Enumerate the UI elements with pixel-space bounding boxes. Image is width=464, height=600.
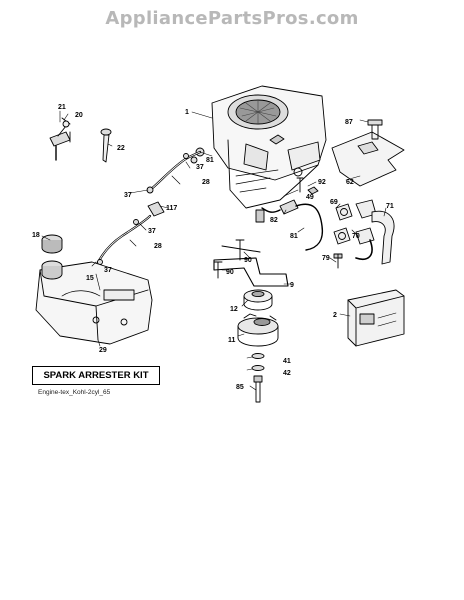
part-label-37-c: 37	[148, 228, 156, 235]
part-label-85: 85	[236, 384, 244, 391]
muffler-illustration	[347, 289, 405, 347]
part-label-81-b: 81	[290, 233, 298, 240]
part-label-90-b: 90	[226, 269, 234, 276]
part-label-62: 62	[346, 179, 354, 186]
part-label-28-lower: 28	[154, 243, 162, 250]
fuel-tank-illustration	[35, 260, 153, 345]
part-number-labels: 1 2 9 11 12 15 18 20 21 22 28 28 29 37 3…	[32, 104, 394, 391]
part-label-42: 42	[283, 370, 291, 377]
clutch-illustration	[237, 313, 279, 347]
part-label-117: 117	[166, 205, 177, 212]
watermark: AppliancePartsPros.com	[105, 8, 359, 29]
part-label-92: 92	[318, 179, 326, 186]
part-label-20: 20	[75, 112, 83, 119]
diagram-code: Engine-tex_Kohl-2cyl_65	[38, 389, 111, 396]
engine-illustration	[211, 85, 327, 209]
pulley-illustration	[243, 289, 273, 311]
part-label-82: 82	[270, 217, 278, 224]
part-label-37-d: 37	[104, 267, 112, 274]
part-label-21: 21	[58, 104, 66, 111]
part-label-41: 41	[283, 358, 291, 365]
part-label-12: 12	[230, 306, 238, 313]
part-label-11: 11	[228, 337, 236, 344]
part-label-90-a: 90	[244, 257, 252, 264]
part-label-37-a: 37	[196, 164, 204, 171]
part-label-49: 49	[306, 194, 314, 201]
part-label-37-b: 37	[124, 192, 132, 199]
spark-arrester-kit-label: SPARK ARRESTER KIT	[32, 366, 160, 385]
part-label-2: 2	[333, 312, 337, 319]
part-label-9: 9	[290, 282, 294, 289]
exhaust-shield-illustration	[331, 131, 405, 187]
part-label-15: 15	[86, 275, 94, 282]
part-label-29: 29	[99, 347, 107, 354]
part-label-28-upper: 28	[202, 179, 210, 186]
part-label-69: 69	[330, 199, 338, 206]
part-label-87: 87	[345, 119, 353, 126]
part-label-22: 22	[117, 145, 125, 152]
part-label-70: 70	[352, 233, 360, 240]
part-label-79: 79	[322, 255, 330, 262]
part-label-18: 18	[32, 232, 40, 239]
part-label-71: 71	[386, 203, 394, 210]
part-label-1: 1	[185, 109, 189, 116]
part-label-81-a: 81	[206, 157, 214, 164]
